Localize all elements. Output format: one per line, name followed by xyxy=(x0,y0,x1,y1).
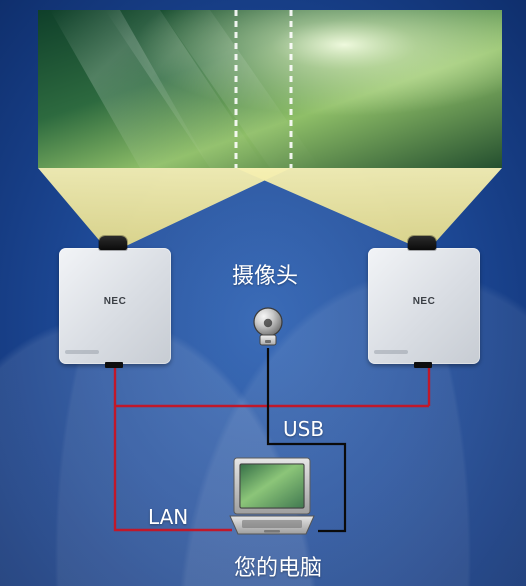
projector-lens xyxy=(408,236,436,250)
right-projector-icon: NEC xyxy=(368,236,480,368)
usb-label: USB xyxy=(283,417,325,441)
projector-lens xyxy=(99,236,127,250)
usb-wire xyxy=(266,348,347,533)
left-projection-beam xyxy=(38,168,291,246)
lan-label: LAN xyxy=(148,505,189,529)
lan-wires xyxy=(113,364,431,532)
projector-brand: NEC xyxy=(412,296,436,307)
projector-brand: NEC xyxy=(103,296,127,307)
right-projection-beam xyxy=(236,168,502,246)
projector-panel xyxy=(65,350,99,354)
lan-wire-left xyxy=(113,364,232,532)
left-projector-icon: NEC xyxy=(59,236,171,368)
laptop-icon xyxy=(229,457,315,535)
projection-screen xyxy=(38,10,502,168)
camera-label: 摄像头 xyxy=(232,264,299,289)
projector-port xyxy=(414,362,432,368)
webcam-icon xyxy=(253,307,283,346)
projector-panel xyxy=(374,350,408,354)
usb-wires xyxy=(266,348,347,533)
projector-port xyxy=(105,362,123,368)
computer-label: 您的电脑 xyxy=(234,556,323,581)
